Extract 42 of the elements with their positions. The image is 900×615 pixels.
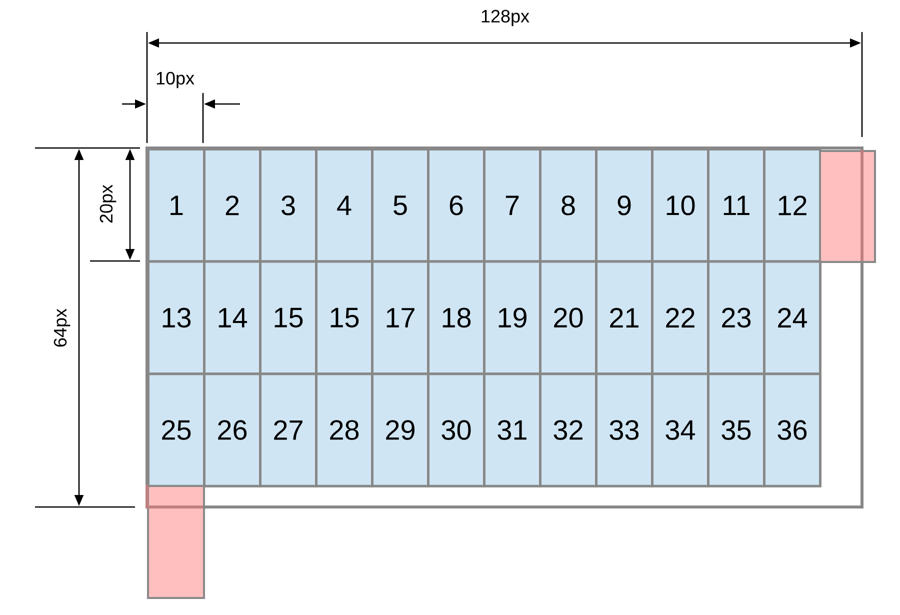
grid-cell: 23 (707, 260, 766, 376)
dimension-label: 128px (482, 10, 530, 26)
grid-cell: 25 (147, 372, 206, 488)
highlight-box (147, 485, 205, 599)
grid-cell: 32 (539, 372, 598, 488)
dimension-label: 10px (156, 72, 194, 88)
grid-cell: 29 (371, 372, 430, 488)
grid-cell: 34 (651, 372, 710, 488)
grid-cell: 8 (539, 148, 598, 263)
grid-cell: 6 (427, 148, 486, 263)
grid-cell: 24 (763, 260, 822, 376)
grid-cell: 12 (763, 148, 822, 263)
grid-cell: 35 (707, 372, 766, 488)
grid-cell: 18 (427, 260, 486, 376)
grid-cell: 17 (371, 260, 430, 376)
grid-cell: 33 (595, 372, 654, 488)
grid-cell: 27 (259, 372, 318, 488)
grid-cell: 4 (315, 148, 374, 263)
grid-cell: 15 (315, 260, 374, 376)
dimension-label: 64px (54, 308, 70, 347)
grid-cell: 14 (203, 260, 262, 376)
grid-cell: 5 (371, 148, 430, 263)
grid-cell: 22 (651, 260, 710, 376)
grid-cell: 30 (427, 372, 486, 488)
grid-cell: 11 (707, 148, 766, 263)
grid-cell: 20 (539, 260, 598, 376)
grid-cell: 7 (483, 148, 542, 263)
dimension-label: 20px (100, 184, 116, 223)
grid-cell: 36 (763, 372, 822, 488)
grid-cell: 2 (203, 148, 262, 263)
grid-cell: 21 (595, 260, 654, 376)
grid-cell: 26 (203, 372, 262, 488)
grid-cell: 28 (315, 372, 374, 488)
grid-cell: 10 (651, 148, 710, 263)
grid-cell: 13 (147, 260, 206, 376)
grid-cell: 1 (147, 148, 206, 263)
grid-cell: 3 (259, 148, 318, 263)
grid-cell: 19 (483, 260, 542, 376)
grid-cell: 15 (259, 260, 318, 376)
grid-cell: 31 (483, 372, 542, 488)
highlight-box (819, 150, 876, 263)
grid-cell: 9 (595, 148, 654, 263)
